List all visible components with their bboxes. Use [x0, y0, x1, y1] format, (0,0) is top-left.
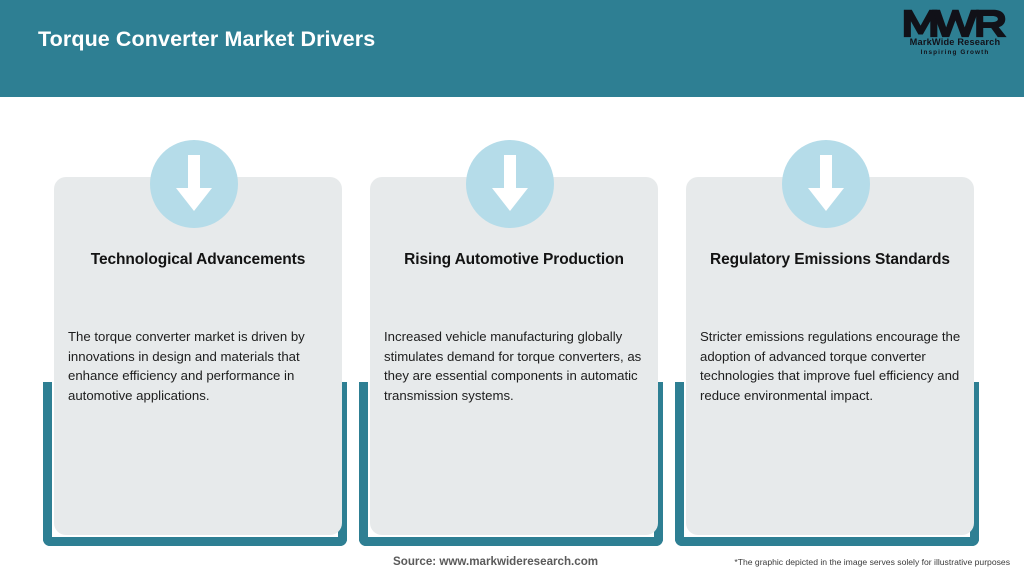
driver-card-2-body: Increased vehicle manufacturing globally…: [384, 329, 642, 403]
source-note: Source: www.markwideresearch.com: [393, 555, 599, 568]
driver-card-3[interactable]: Regulatory Emissions Standards Stricter …: [686, 177, 974, 535]
driver-card-1-body: The torque converter market is driven by…: [68, 329, 305, 403]
driver-card-2[interactable]: Rising Automotive Production Increased v…: [370, 177, 658, 535]
disclaimer-note: *The graphic depicted in the image serve…: [734, 557, 1010, 567]
driver-card-1[interactable]: Technological Advancements The torque co…: [54, 177, 342, 535]
card-bracket-2: [359, 382, 663, 546]
brand-logo: MarkWide Research Inspiring Growth: [902, 8, 1008, 62]
arrow-badge-1: [150, 140, 238, 228]
driver-card-2-title: Rising Automotive Production: [404, 251, 624, 268]
driver-card-3-body: Stricter emissions regulations encourage…: [700, 329, 961, 403]
driver-card-3-title: Regulatory Emissions Standards: [710, 251, 950, 268]
card-bracket-3: [675, 382, 979, 546]
arrow-badge-2: [466, 140, 554, 228]
page-title: Torque Converter Market Drivers: [38, 27, 376, 51]
arrow-down-icon: [176, 155, 212, 211]
header-bar: Torque Converter Market Drivers MarkWide…: [0, 0, 1024, 97]
card-bracket-1: [43, 382, 347, 546]
mwr-monogram-icon: [903, 9, 1007, 38]
arrow-down-icon: [492, 155, 528, 211]
arrow-down-icon: [808, 155, 844, 211]
arrow-badge-3: [782, 140, 870, 228]
driver-card-1-title: Technological Advancements: [90, 251, 306, 268]
logo-tagline: Inspiring Growth: [920, 49, 990, 56]
logo-company-name: MarkWide Research: [909, 37, 1001, 47]
